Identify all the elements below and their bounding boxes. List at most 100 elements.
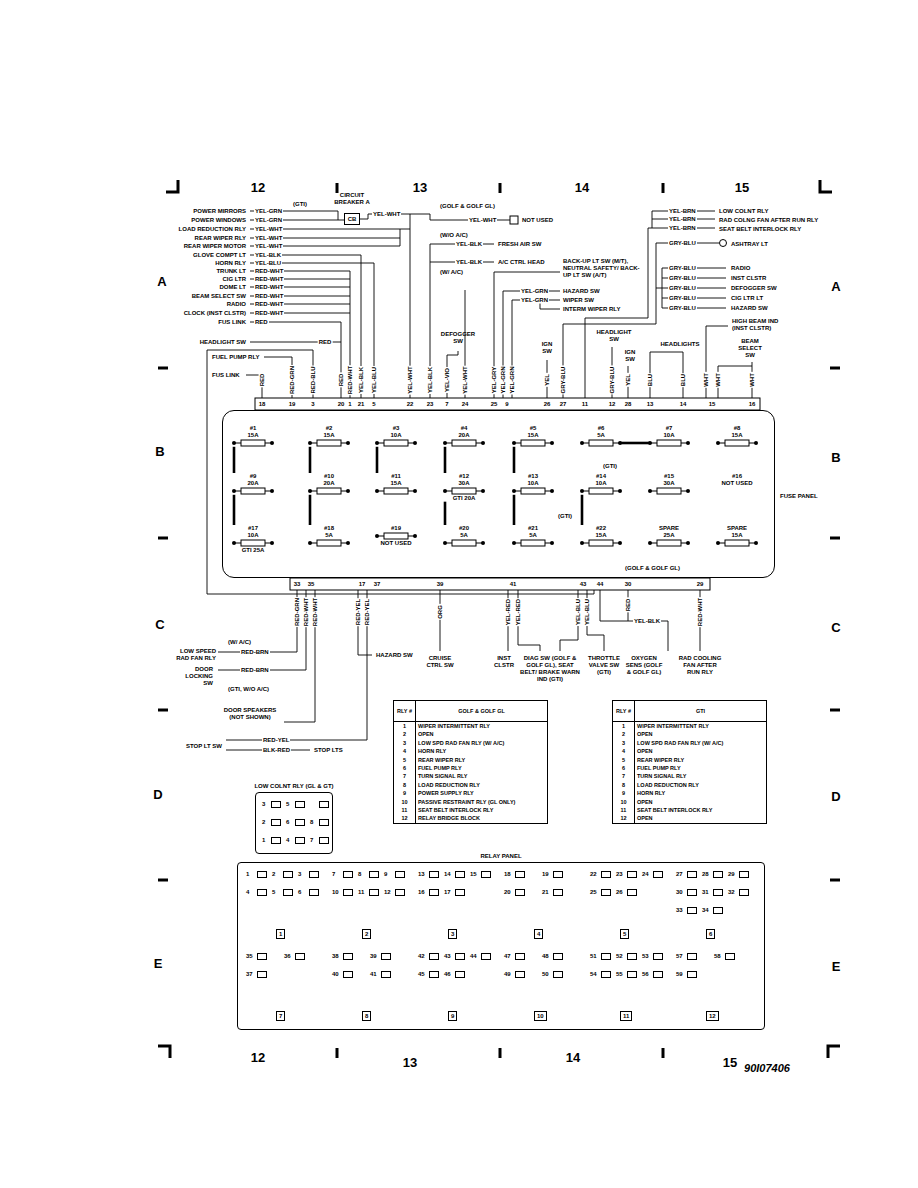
relay-socket	[687, 889, 697, 896]
table-cell: 5	[394, 756, 416, 764]
wire-color: YEL-BLU	[575, 598, 582, 626]
fuse: #1710AGTI 25A	[229, 525, 277, 554]
fuse: #710A	[645, 425, 693, 447]
socket-number: 4	[246, 889, 249, 896]
socket-number: 38	[332, 953, 339, 960]
component-label: (GTI)	[558, 513, 572, 520]
node-label: #2	[305, 425, 353, 432]
connector-pin: 18	[258, 401, 267, 408]
socket-number: 28	[702, 871, 709, 878]
socket-number: 11	[358, 889, 364, 896]
table-cell: 4	[394, 747, 416, 755]
socket-number: 57	[676, 953, 683, 960]
socket-number: 40	[332, 971, 339, 978]
socket-number: 11	[620, 1011, 632, 1021]
wire-color: RED-WHT	[254, 276, 284, 283]
fuse-symbol	[715, 539, 759, 547]
grid-reference: 12	[251, 181, 265, 196]
relay-socket	[515, 971, 525, 978]
socket-number: 21	[542, 889, 549, 896]
component-label: (GTI, W/O A/C)	[228, 686, 269, 693]
wire-color: YEL-RED	[515, 598, 522, 626]
node-label: RELAY PANEL	[480, 853, 521, 860]
node-label: 10A	[577, 480, 625, 487]
fuse: #215A	[509, 525, 557, 547]
component-label: STOP LT SW	[186, 743, 222, 750]
table-cell: 12	[394, 814, 416, 822]
fuse-symbol	[511, 487, 555, 495]
wire	[650, 352, 683, 398]
node-label: 5A	[509, 532, 557, 539]
table-cell: 2	[394, 730, 416, 738]
socket-number: 55	[616, 971, 623, 978]
connector-pin: 28	[624, 401, 633, 408]
wire-color: RED-GRN	[289, 365, 296, 395]
component-label: NOT USED	[522, 217, 553, 224]
connector-strip	[290, 578, 710, 590]
socket-number: 3	[262, 801, 265, 808]
socket-number: 6	[706, 929, 715, 939]
wire-color: YEL-BRN	[668, 225, 697, 232]
component-label: HAZARD SW	[563, 288, 600, 295]
socket-number: 43	[444, 953, 451, 960]
socket-number: 36	[284, 953, 291, 960]
socket-number: 1	[276, 929, 285, 939]
grid-reference: C	[831, 621, 840, 636]
wire-color: BLU	[647, 373, 654, 387]
fuse-bus	[444, 447, 447, 473]
node-label: 15A	[509, 432, 557, 439]
node-label: #3	[372, 425, 420, 432]
relay-socket	[455, 889, 465, 896]
fuse: #310A	[372, 425, 420, 447]
node-label: #18	[305, 525, 353, 532]
wire-color: GRY-BLU	[668, 275, 697, 282]
frame-mark	[336, 1048, 339, 1058]
socket-number: 53	[642, 953, 649, 960]
node-label: 20A	[229, 480, 277, 487]
wire	[585, 228, 652, 398]
socket-number: 7	[310, 837, 313, 844]
wire	[218, 590, 306, 670]
relay-socket	[271, 819, 281, 826]
component-label: HIGH BEAM IND (INST CLSTR)	[732, 318, 792, 332]
node-label: FUSE PANEL	[780, 493, 818, 500]
wire	[218, 590, 297, 652]
node-label: #8	[713, 425, 761, 432]
relay-socket	[309, 889, 319, 896]
connector-pin: 25	[490, 401, 499, 408]
component-label: CIG LTR	[222, 276, 246, 283]
grid-reference: 13	[413, 181, 427, 196]
relay-socket	[257, 953, 267, 960]
wire-color: RED-WHT	[254, 310, 284, 317]
relay-socket	[553, 953, 563, 960]
component-label: RAD COLNG FAN AFTER RUN RLY	[719, 217, 818, 224]
fuse: #185A	[305, 525, 353, 547]
connector-pin: 17	[358, 581, 367, 588]
wire-color: YEL-VIO	[444, 367, 451, 393]
socket-number: 34	[702, 907, 709, 914]
table-cell: 8	[613, 781, 635, 789]
table-cell: LOAD REDUCTION RLY	[635, 781, 766, 789]
node-label: NOT USED	[372, 540, 420, 547]
wire-color: GRY-BLU	[668, 285, 697, 292]
relay-socket	[369, 889, 379, 896]
component-label: DOOR SPEAKERS (NOT SHOWN)	[220, 707, 280, 721]
table-cell: GOLF & GOLF GL	[416, 701, 547, 722]
wire	[250, 322, 341, 398]
wire	[656, 288, 662, 289]
socket-number: 58	[714, 953, 721, 960]
socket-number: 1	[262, 837, 265, 844]
component-label: CRUISE CTRL SW	[422, 655, 458, 669]
node-label: #10	[305, 473, 353, 480]
relay-socket	[283, 871, 293, 878]
node-label: #7	[645, 425, 693, 432]
relay-socket	[739, 871, 749, 878]
fuse-symbol	[715, 439, 759, 447]
relay-socket	[713, 871, 723, 878]
relay-socket	[713, 907, 723, 914]
socket-number: 14	[444, 871, 451, 878]
fuse: #1020A	[305, 473, 353, 495]
socket-number: 50	[542, 971, 549, 978]
table-cell: 7	[394, 772, 416, 780]
relay-socket	[429, 971, 439, 978]
